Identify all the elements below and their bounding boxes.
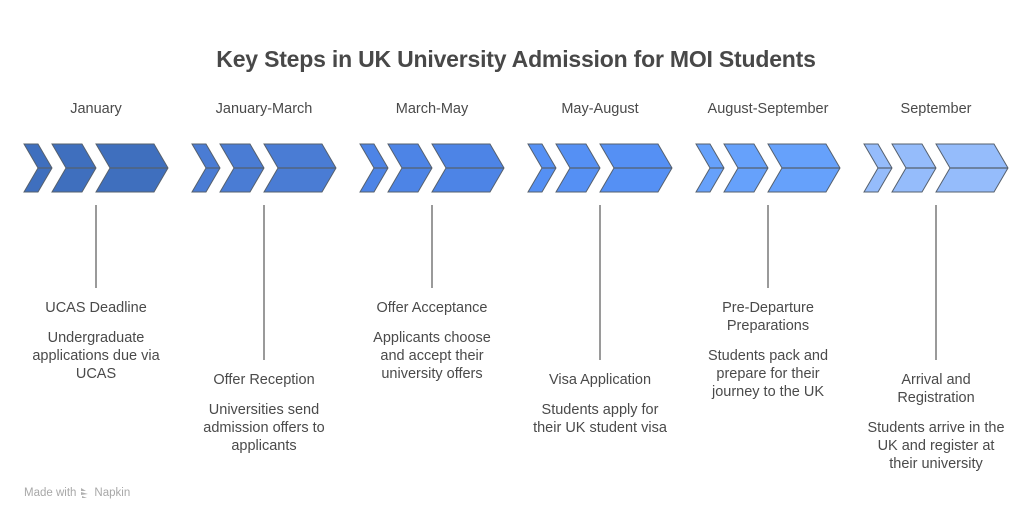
step-description: Universities send admission offers to ap…	[203, 402, 325, 454]
period-label: September	[900, 101, 972, 117]
step-description: Students arrive in the UK and register a…	[867, 420, 1005, 472]
step-description: Applicants choose and accept their unive…	[373, 330, 491, 382]
footer-brand: Napkin	[94, 487, 131, 499]
footer-prefix: Made with	[24, 487, 77, 499]
chevron-group	[359, 143, 505, 193]
chevron-group	[863, 143, 1009, 193]
connector-line	[263, 205, 265, 360]
chevron-group	[23, 143, 169, 193]
period-label: January-March	[215, 101, 313, 117]
step-heading: UCAS Deadline	[45, 300, 147, 316]
chevron-group	[527, 143, 673, 193]
step-description: Students pack and prepare for their jour…	[707, 348, 829, 400]
connector-line	[95, 205, 97, 288]
step-description: Students apply for their UK student visa	[533, 402, 667, 436]
step-heading: Arrival and Registration	[897, 372, 975, 406]
connector-line	[431, 205, 433, 288]
period-label: January	[70, 101, 122, 117]
period-label: March-May	[395, 101, 469, 117]
step-heading: Pre-Departure Preparations	[722, 300, 814, 334]
chevron-group	[191, 143, 337, 193]
step-heading: Offer Reception	[213, 372, 315, 388]
napkin-logo-icon	[81, 488, 89, 498]
connector-line	[767, 205, 769, 288]
footer-attribution: Made with Napkin	[24, 487, 130, 499]
step-description: Undergraduate applications due via UCAS	[32, 330, 160, 382]
chevron-group	[695, 143, 841, 193]
connector-line	[935, 205, 937, 360]
period-label: August-September	[707, 101, 829, 117]
period-label: May-August	[561, 101, 639, 117]
step-heading: Visa Application	[548, 372, 652, 388]
diagram-title: Key Steps in UK University Admission for…	[216, 46, 816, 72]
step-heading: Offer Acceptance	[376, 300, 488, 316]
connector-line	[599, 205, 601, 360]
